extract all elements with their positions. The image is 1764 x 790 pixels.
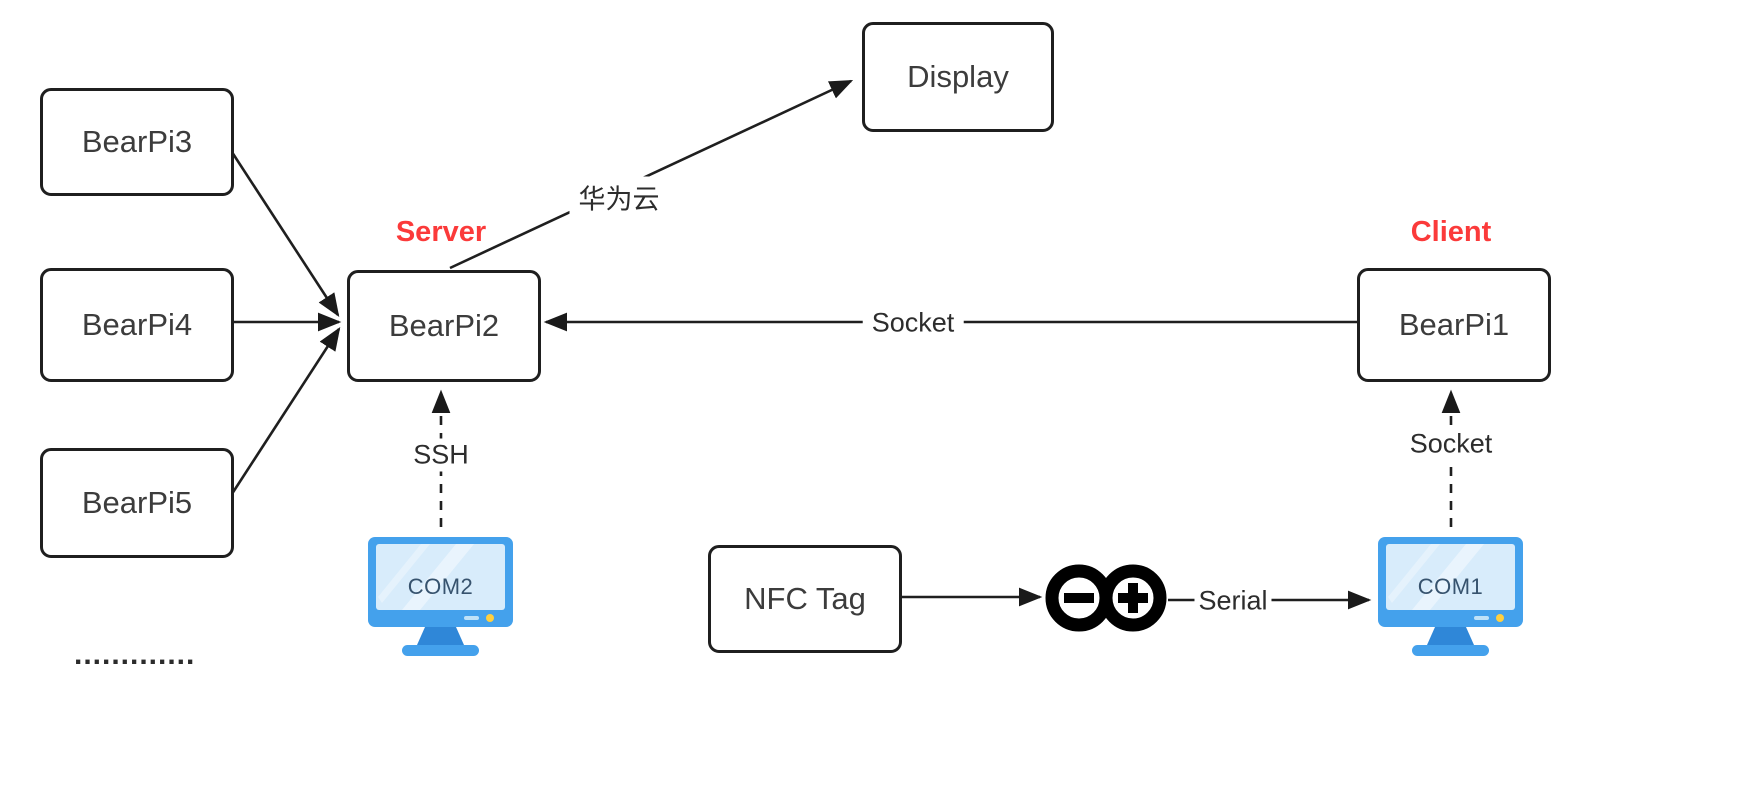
monitor-screen [1386,544,1515,610]
monitor-screen [376,544,505,610]
arrow-bearpi3-to-bearpi2 [226,145,340,317]
edge-label-serial: Serial [1194,584,1272,618]
com2-screen-label: COM2 [407,574,474,599]
arrow-bearpi5-to-bearpi2 [226,327,341,501]
com1-monitor-icon [1378,537,1523,656]
node-nfc-tag: NFC Tag [708,545,902,653]
monitor-glare-2 [1388,544,1440,603]
node-bearpi4: BearPi4 [40,268,234,382]
node-bearpi3-label: BearPi3 [81,124,193,159]
monitor-base [1412,645,1489,656]
com1-screen-label: COM1 [1417,574,1484,599]
edge-label-socket-client: Socket [1400,427,1502,461]
node-bearpi5-label: BearPi5 [81,485,193,520]
monitor-glare-2 [378,544,430,603]
node-nfc-tag-label: NFC Tag [744,581,866,616]
arduino-minus [1064,593,1094,603]
edge-label-ssh: SSH [404,438,478,472]
arrow-bearpi2-to-display [449,79,854,270]
node-display: Display [862,22,1054,132]
monitor-stand [417,627,464,645]
node-bearpi5: BearPi5 [40,448,234,558]
ellipsis-dots: ............. [74,638,196,671]
node-display-label: Display [907,59,1009,94]
edge-label-socket-main: Socket [862,306,964,340]
role-label-client: Client [1410,216,1492,248]
node-bearpi2-label: BearPi2 [388,308,500,343]
arduino-icon [1045,564,1167,632]
role-label-server: Server [395,216,487,248]
edge-label-huawei-cloud: 华为云 [569,176,669,218]
monitor-power-dot [1496,614,1504,622]
node-bearpi4-label: BearPi4 [81,307,193,342]
node-bearpi2: BearPi2 [347,270,541,382]
node-bearpi1-label: BearPi1 [1398,307,1510,342]
monitor-glare [1412,544,1484,610]
monitor-speaker-slit [464,616,479,620]
monitor-glare [402,544,474,610]
node-bearpi3: BearPi3 [40,88,234,196]
com2-monitor-icon [368,537,513,656]
arduino-plus-v [1128,583,1138,613]
monitor-speaker-slit [1474,616,1489,620]
node-bearpi1: BearPi1 [1357,268,1551,382]
monitor-base [402,645,479,656]
monitor-power-dot [486,614,494,622]
monitor-stand [1427,627,1474,645]
